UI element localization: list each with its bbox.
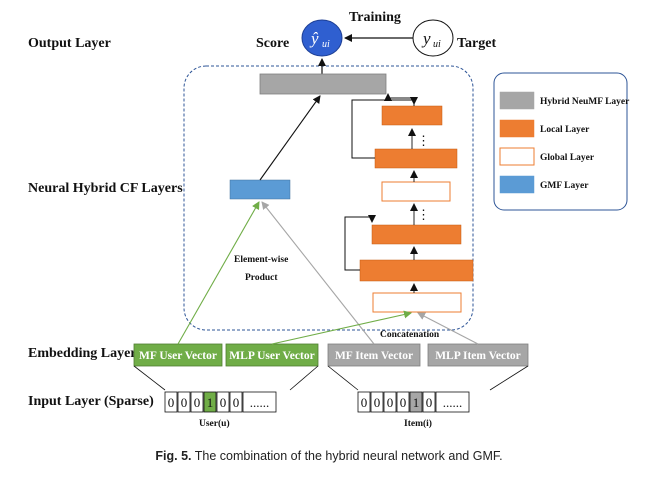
user-input-cell-0: [164, 391, 178, 413]
user-input-cell-4: [216, 391, 230, 413]
item-input-cell-6: [435, 391, 470, 413]
mlp-item-to-tower: [417, 312, 479, 345]
item-input-cell-text-6: ......: [443, 395, 463, 410]
user-fan-left: [133, 365, 166, 391]
legend-swatch-2: [499, 147, 535, 166]
caption-text: The combination of the hybrid neural net…: [194, 449, 503, 463]
concatenation-label: Concatenation: [380, 330, 440, 340]
local-layer-top: [381, 105, 443, 126]
item-input-cell-3: [396, 391, 410, 413]
element-wise-label-line2: Product: [245, 273, 278, 283]
user-input-cell-text-1: 0: [181, 395, 188, 410]
legend-label-1: Local Layer: [540, 125, 590, 135]
legend-swatch-3: [499, 175, 535, 194]
mf-user-vector-label: MF User Vector: [139, 350, 217, 362]
user-label: User(u): [199, 418, 230, 429]
user-fan-right: [289, 365, 319, 391]
legend-label-0: Hybrid NeuMF Layer: [540, 97, 630, 107]
score-label: Score: [256, 36, 289, 51]
item-fan-left: [327, 365, 359, 391]
figure-caption: Fig. 5. The combination of the hybrid ne…: [0, 449, 658, 463]
element-wise-label-line1: Element-wise: [234, 255, 288, 265]
hybrid-cf-container: [183, 65, 474, 331]
local-layer-3: [371, 224, 462, 245]
legend-swatch-0: [499, 91, 535, 110]
item-input-cell-5: [422, 391, 436, 413]
input-layer-label: Input Layer (Sparse): [28, 394, 154, 409]
mlp-item-vector-label: MLP Item Vector: [435, 350, 521, 362]
dots-1: ⋮: [417, 133, 430, 148]
global-layer-1: [381, 181, 451, 202]
user-input-cell-2: [190, 391, 204, 413]
local-layer-bottom: [359, 259, 474, 282]
item-input-cell-text-3: 0: [400, 395, 407, 410]
item-input-cell-text-5: 0: [426, 395, 433, 410]
item-input-cell-2: [383, 391, 397, 413]
mlp-user-vector-label: MLP User Vector: [229, 350, 314, 362]
training-label: Training: [349, 10, 401, 25]
item-label: Item(i): [404, 418, 432, 429]
user-input-cell-text-4: 0: [220, 395, 227, 410]
score-symbol: ŷ: [309, 29, 319, 48]
item-input-cell-0: [357, 391, 371, 413]
item-fan-right: [489, 365, 529, 391]
target-symbol: y: [421, 29, 431, 48]
hybrid-neumf-layer: [259, 73, 387, 95]
legend-swatch-1: [499, 119, 535, 138]
user-input-cell-1: [177, 391, 191, 413]
legend-label-2: Global Layer: [540, 153, 595, 163]
mlp-user-to-tower: [271, 310, 412, 345]
mf-item-vector-label: MF Item Vector: [335, 350, 413, 362]
user-input-cell-5: [229, 391, 243, 413]
score-subscript: ui: [322, 39, 330, 50]
item-input-cell-4: [409, 391, 423, 413]
dots-2: ⋮: [417, 207, 430, 222]
user-input-cell-text-3: 1: [207, 395, 214, 410]
user-input-cell-text-2: 0: [194, 395, 201, 410]
target-node: [412, 19, 454, 57]
user-input-cell-6: [242, 391, 277, 413]
user-input-cell-text-5: 0: [233, 395, 240, 410]
user-input-cell-text-0: 0: [168, 395, 175, 410]
local-layer-2: [374, 148, 458, 169]
mf-user-to-gmf: [177, 201, 260, 345]
target-label: Target: [457, 36, 496, 51]
item-input-cell-text-4: 1: [413, 395, 420, 410]
global-layer-bottom: [372, 292, 462, 313]
gmf-layer: [229, 179, 291, 200]
target-subscript: ui: [433, 39, 441, 50]
item-input-cell-text-2: 0: [387, 395, 394, 410]
skip-connection-lower: [344, 215, 376, 271]
neural-hybrid-label: Neural Hybrid CF Layers: [28, 181, 183, 196]
item-input-cell-1: [370, 391, 384, 413]
caption-prefix: Fig. 5.: [155, 449, 192, 463]
item-input-cell-text-0: 0: [361, 395, 368, 410]
user-input-cell-3: [203, 391, 217, 413]
user-input-cell-text-6: ......: [250, 395, 270, 410]
score-node: [301, 19, 343, 57]
mf-item-to-gmf: [261, 201, 375, 345]
legend-label-3: GMF Layer: [540, 181, 589, 191]
tower-to-hybrid-arrow: [384, 93, 415, 106]
gmf-to-hybrid-arrow: [259, 95, 321, 181]
output-layer-label: Output Layer: [28, 36, 111, 51]
embedding-layer-label: Embedding Layer: [28, 346, 137, 361]
item-input-cell-text-1: 0: [374, 395, 381, 410]
